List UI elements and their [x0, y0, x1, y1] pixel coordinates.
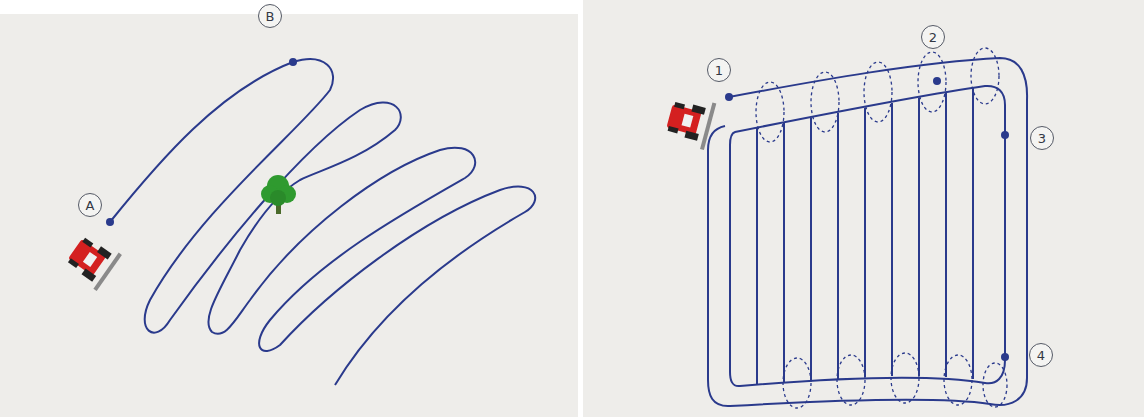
point-dot: [106, 218, 114, 226]
callout-letter: 4: [1037, 349, 1045, 362]
callout-letter: 2: [929, 31, 937, 44]
callout-letter: 1: [715, 64, 723, 77]
tractor-symbol: [663, 93, 716, 150]
turn-loops: [756, 48, 1007, 408]
tree-symbol: [261, 175, 296, 214]
callout-letter: B: [266, 10, 275, 23]
field-path: [708, 58, 1027, 406]
callout-circle: 4: [1029, 343, 1053, 367]
callout-circle: 1: [707, 58, 731, 82]
callout-letter: 3: [1038, 132, 1046, 145]
right-panel: [583, 0, 1144, 417]
callout-circle: 3: [1030, 126, 1054, 150]
left-panel: [0, 14, 578, 417]
point-dot: [933, 77, 941, 85]
point-dot: [289, 58, 297, 66]
point-dot: [1001, 131, 1009, 139]
point-dot: [1001, 353, 1009, 361]
callout-circle: A: [78, 193, 102, 217]
point-dot: [725, 93, 733, 101]
curved-path: [110, 59, 535, 385]
tractor-symbol: [62, 231, 122, 291]
callout-circle: B: [258, 4, 282, 28]
callout-circle: 2: [921, 25, 945, 49]
callout-letter: A: [86, 199, 95, 212]
